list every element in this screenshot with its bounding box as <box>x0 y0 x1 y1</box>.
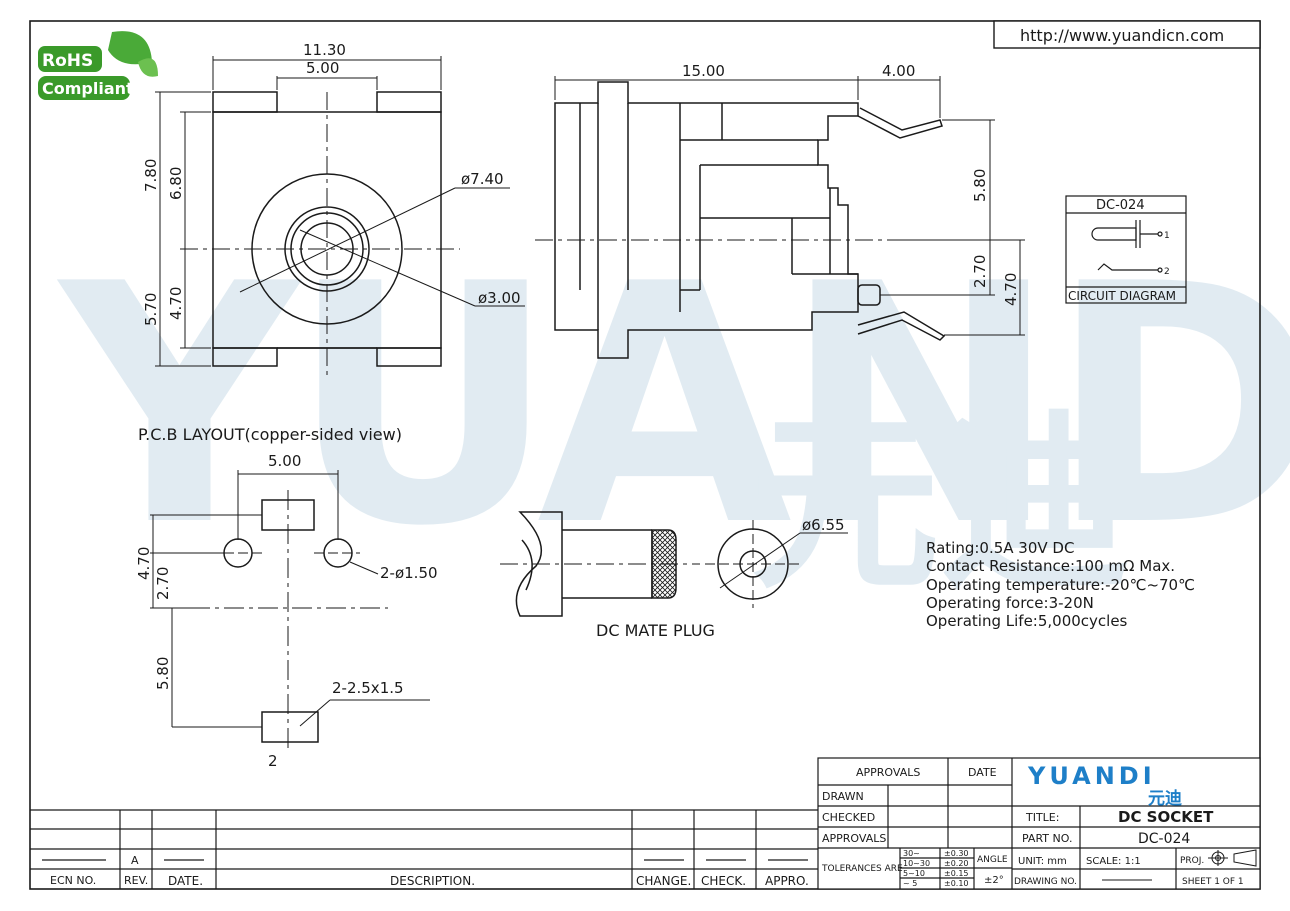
sheet-border <box>29 20 1261 890</box>
tol-value: ±0.20 <box>944 859 969 868</box>
website-url[interactable]: http://www.yuandicn.com <box>1020 26 1224 45</box>
tol-range: ~ 5 <box>903 879 917 888</box>
revision-block <box>30 809 818 889</box>
appro-header: APPRO. <box>765 874 809 888</box>
tolerance-table: 30~ ±0.30 10~30 ±0.20 5~10 ±0.15 ~ 5 ±0.… <box>903 849 969 888</box>
dim-lower-4-70: 4.70 <box>1002 273 1020 306</box>
spec-temperature: Operating temperature:-20℃~70℃ <box>926 576 1195 594</box>
title-value: DC SOCKET <box>1118 808 1214 826</box>
pcb-hole-note: 2-ø1.50 <box>380 564 438 582</box>
date-col-header: DATE. <box>168 874 203 888</box>
sheet-label: SHEET 1 OF 1 <box>1182 877 1244 887</box>
rohs-frame-bottom <box>38 76 130 100</box>
approvals-header: APPROVALS <box>856 766 920 779</box>
dim-width-11-30: 11.30 <box>303 41 346 59</box>
rev-header: REV. <box>124 874 148 887</box>
pcb-dim-4-70: 4.70 <box>135 547 153 580</box>
dim-mid-2-70: 2.70 <box>971 255 989 288</box>
date-header: DATE <box>968 766 997 779</box>
change-header: CHANGE. <box>636 874 691 888</box>
circuit-caption: CIRCUIT DIAGRAM <box>1068 289 1176 303</box>
pcb-title: P.C.B LAYOUT(copper-sided view) <box>138 425 402 444</box>
circuit-diagram <box>1065 195 1187 304</box>
dim-dia-7-40: ø7.40 <box>461 170 504 188</box>
circuit-pin1: 1 <box>1164 231 1170 241</box>
approvals-label: APPROVALS <box>822 832 886 845</box>
logo-cjk: 元迪 <box>1148 788 1182 809</box>
tol-range: 5~10 <box>903 869 925 878</box>
pcb-layout <box>150 470 430 752</box>
drawing-no-label: DRAWING NO. <box>1014 877 1077 887</box>
dim-slot-5-00: 5.00 <box>306 59 339 77</box>
dim-dia-3-00: ø3.00 <box>478 289 521 307</box>
tol-value: ±0.15 <box>944 869 969 878</box>
spec-rating: Rating:0.5A 30V DC <box>926 539 1074 557</box>
tol-value: ±0.10 <box>944 879 969 888</box>
logo-latin: YUANDI <box>1027 762 1156 790</box>
tolerances-label: TOLERANCES ARE <box>821 864 903 874</box>
rev-value: A <box>131 854 139 867</box>
unit-label: UNIT: mm <box>1018 856 1067 867</box>
spec-resistance: Contact Resistance:100 mΩ Max. <box>926 557 1175 575</box>
tol-range: 30~ <box>903 849 920 858</box>
pcb-pin-label: 2 <box>268 752 278 770</box>
title-block <box>817 757 1261 890</box>
tol-value: ±0.30 <box>944 849 969 858</box>
tol-range: 10~30 <box>903 859 930 868</box>
part-label: PART NO. <box>1022 832 1072 845</box>
circuit-title: DC-024 <box>1096 198 1145 213</box>
description-header: DESCRIPTION. <box>390 874 475 888</box>
dim-length-15-00: 15.00 <box>682 62 725 80</box>
leaf-icon <box>108 31 152 65</box>
check-header: CHECK. <box>701 874 746 888</box>
circuit-pin2: 2 <box>1164 267 1170 277</box>
pcb-slot-note: 2-2.5x1.5 <box>332 679 404 697</box>
part-value: DC-024 <box>1138 831 1190 847</box>
mate-plug-caption: DC MATE PLUG <box>596 621 715 640</box>
spec-life: Operating Life:5,000cycles <box>926 612 1128 630</box>
rohs-line1: RoHS <box>42 51 93 71</box>
mate-plug <box>500 511 848 617</box>
title-label: TITLE: <box>1025 811 1059 824</box>
pcb-dim-5-80: 5.80 <box>154 657 172 690</box>
projection-icon <box>1208 849 1257 867</box>
pcb-dim-2-70: 2.70 <box>154 567 172 600</box>
angle-value: ±2° <box>984 875 1004 886</box>
spec-list: Rating:0.5A 30V DC Contact Resistance:10… <box>926 539 1195 630</box>
scale-label: SCALE: 1:1 <box>1086 856 1141 867</box>
front-view <box>155 56 525 380</box>
website-box <box>993 20 1261 49</box>
side-view <box>535 76 1025 359</box>
leaf-icon-small <box>138 58 158 77</box>
yuandi-logo: YUANDI 元迪 <box>1027 762 1182 809</box>
pcb-dim-5-00: 5.00 <box>268 452 301 470</box>
watermark-cjk: 元迪 <box>750 394 1130 615</box>
checked-label: CHECKED <box>822 811 875 824</box>
dim-height-5-70: 5.70 <box>142 293 160 326</box>
angle-label: ANGLE <box>977 855 1008 865</box>
ecn-header: ECN NO. <box>50 874 96 887</box>
dim-pin-4-00: 4.00 <box>882 62 915 80</box>
rohs-frame-top <box>38 46 102 72</box>
proj-label: PROJ. <box>1180 856 1204 866</box>
dim-height-4-70: 4.70 <box>167 287 185 320</box>
dim-height-7-80: 7.80 <box>142 159 160 192</box>
dim-height-6-80: 6.80 <box>167 167 185 200</box>
drawn-label: DRAWN <box>822 790 864 803</box>
rohs-line2: Compliant <box>42 79 134 98</box>
mate-plug-dia: ø6.55 <box>802 516 845 534</box>
dim-upper-5-80: 5.80 <box>971 169 989 202</box>
spec-force: Operating force:3-20N <box>926 594 1094 612</box>
rohs-badge: RoHS Compliant <box>38 31 158 100</box>
